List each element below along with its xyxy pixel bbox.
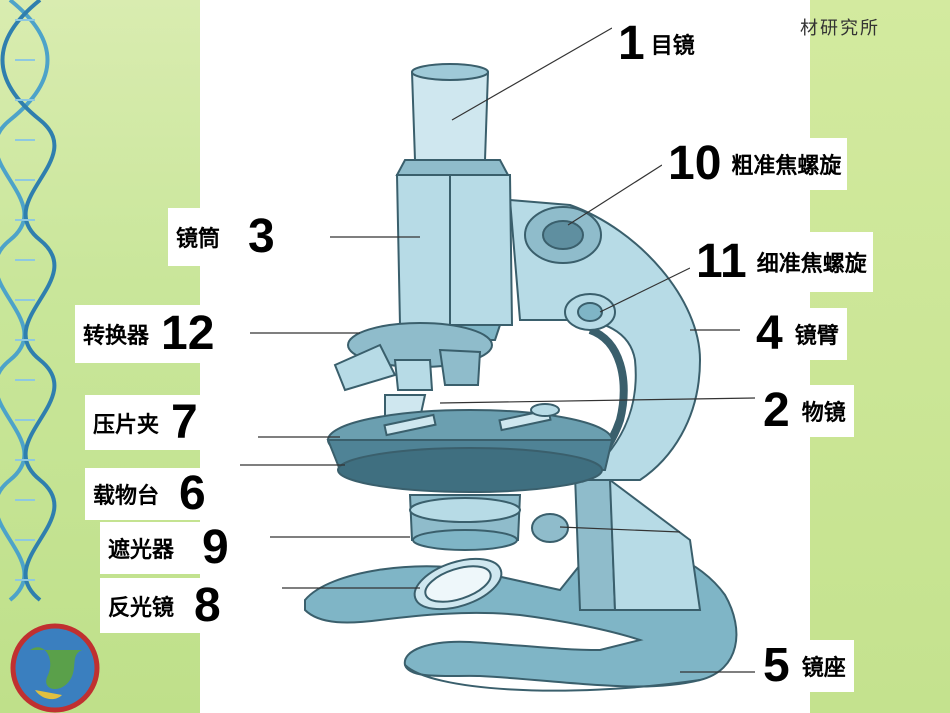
label-name: 转换器 [83,324,150,349]
label-mirror: 反光镜 8 [100,578,229,633]
label-number: 4 [756,307,783,360]
label-name: 压片夹 [93,412,160,438]
dna-helix-decoration [0,0,57,602]
leader-lines [240,27,762,673]
label-name: 细准焦螺旋 [756,252,867,277]
eyepiece-shape [410,66,490,161]
publisher-text: 材研究所 [800,18,880,39]
label-name: 载物台 [93,484,160,509]
label-name: 镜臂 [794,324,839,349]
label-name: 镜筒 [176,227,221,252]
label-name: 遮光器 [108,538,175,563]
label-number: 2 [763,384,790,437]
label-diaphragm: 遮光器 9 [100,522,237,574]
label-tube: 镜筒 3 [168,208,283,266]
label-name: 物镜 [801,401,846,426]
tube-shape [395,174,514,326]
label-number: 11 [696,235,747,288]
label-fine-focus: 11 细准焦螺旋 [690,232,873,292]
microscope [304,63,738,692]
label-base: 5 镜座 [755,640,854,692]
label-objective: 2 物镜 [755,385,854,437]
label-name: 反光镜 [108,595,175,621]
label-number: 6 [179,467,206,520]
label-coarse-focus: 10 粗准焦螺旋 [662,137,848,190]
label-name: 粗准焦螺旋 [731,154,842,179]
label-name: 镜座 [801,656,846,681]
label-eyepiece: 1 目镜 [612,18,701,70]
label-name: 目镜 [650,34,695,59]
arm-shape [508,198,702,481]
label-number: 1 [618,17,645,70]
label-number: 7 [171,395,198,449]
label-nosepiece: 转换器 12 [75,305,223,363]
label-number: 8 [194,578,221,632]
globe-logo [10,623,100,713]
label-stage: 载物台 6 [85,468,214,520]
label-number: 9 [202,521,229,574]
label-number: 12 [161,307,215,360]
label-number: 5 [763,639,790,692]
label-arm: 4 镜臂 [748,308,847,360]
label-number: 10 [668,137,722,190]
label-clip: 压片夹 7 [85,395,206,450]
pillar-shape [573,474,617,611]
label-number: 3 [248,210,275,263]
